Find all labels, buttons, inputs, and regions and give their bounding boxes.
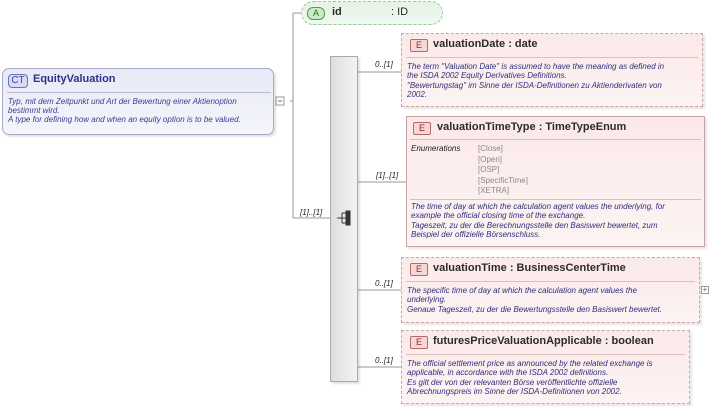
element-documentation: The official settlement price as announc… <box>407 359 689 397</box>
element-divider <box>410 139 701 140</box>
element-title: futuresPriceValuationApplicable : boolea… <box>433 335 654 347</box>
element-name: futuresPriceValuationApplicable <box>433 335 602 347</box>
element-badge: E <box>413 122 431 135</box>
doc-line: The term "Valuation Date" is assumed to … <box>407 62 665 71</box>
complex-type-divider <box>7 92 271 93</box>
doc-line: Genaue Tageszeit, zu der die Bewertungss… <box>407 304 662 314</box>
doc-line: Beispiel der offizielle Börsenschluss. <box>411 230 541 240</box>
doc-line: applicable, in accordance with the ISDA … <box>407 368 609 378</box>
doc-line: The specific time of day at which the ca… <box>407 286 637 295</box>
complex-type-badge: CT <box>8 74 28 88</box>
element-divider <box>406 281 695 282</box>
element-title: valuationDate : date <box>433 38 538 50</box>
valuation-time-type-cardinality: [1]..[1] <box>376 171 399 180</box>
doc-line: "Bewertungstag" im Sinne der ISDA-Defini… <box>407 80 662 90</box>
doc-line: Abrechnungspreis im Sinne der ISDA-Defin… <box>407 387 622 397</box>
complex-type-documentation: Typ, mit dem Zeitpunkt und Art der Bewer… <box>8 97 270 124</box>
doc-line: The official settlement price as announc… <box>407 359 653 368</box>
element-documentation: The term "Valuation Date" is assumed to … <box>407 62 702 100</box>
enum-value: [XETRA] <box>478 186 510 195</box>
attribute-id-box[interactable]: A id : ID <box>301 1 443 25</box>
element-name: valuationTimeType <box>437 121 536 133</box>
element-badge: E <box>410 39 428 52</box>
futures-price-cardinality: 0..[1] <box>375 356 393 365</box>
element-title: valuationTimeType : TimeTypeEnum <box>437 121 626 133</box>
expand-icon[interactable]: + <box>701 285 709 294</box>
element-type: : TimeTypeEnum <box>538 121 627 133</box>
doc-line: Es gilt der von der relevanten Börse ver… <box>407 377 618 387</box>
element-valuation-time-type[interactable]: E valuationTimeType : TimeTypeEnum Enume… <box>406 116 705 247</box>
enum-value: [Close] <box>478 144 503 153</box>
element-type: : date <box>508 38 538 50</box>
doc-line: example the official closing time of the… <box>411 211 586 221</box>
sequence-icon <box>337 210 351 226</box>
sequence-compositor[interactable] <box>330 56 358 382</box>
attribute-name: id <box>332 6 342 18</box>
enumerations-label: Enumerations <box>411 144 461 153</box>
enum-value: [OSP] <box>478 165 500 174</box>
enum-value: [SpecificTime] <box>478 175 528 185</box>
element-documentation: The specific time of day at which the ca… <box>407 286 699 314</box>
element-divider <box>410 199 701 200</box>
element-badge: E <box>410 263 428 276</box>
doc-line: Tageszeit, zu der die Berechnungsstelle … <box>411 220 658 230</box>
element-name: valuationDate <box>433 38 506 50</box>
doc-line: Typ, mit dem Zeitpunkt und Art der Bewer… <box>8 97 237 106</box>
enumerations-list: [Close] [Open] [OSP] [SpecificTime] [XET… <box>478 144 528 197</box>
valuation-time-cardinality: 0..[1] <box>375 279 393 288</box>
doc-line: underlying. <box>407 295 447 305</box>
doc-line: A type for defining how and when an equi… <box>8 115 241 124</box>
element-type: : boolean <box>604 335 654 347</box>
element-name: valuationTime <box>433 262 507 274</box>
element-valuation-time[interactable]: E valuationTime : BusinessCenterTime The… <box>401 257 700 323</box>
enum-value: [Open] <box>478 154 503 164</box>
doc-line: bestimmt wird. <box>8 106 60 115</box>
element-divider <box>406 354 685 355</box>
doc-line: The time of day at which the calculation… <box>411 202 665 211</box>
element-title: valuationTime : BusinessCenterTime <box>433 262 626 274</box>
sequence-cardinality: [1]..[1] <box>300 208 323 217</box>
complex-type-name: EquityValuation <box>33 73 116 85</box>
valuation-date-cardinality: 0..[1] <box>375 60 393 69</box>
element-divider <box>406 57 698 58</box>
doc-line: 2002. <box>407 90 428 100</box>
element-valuation-date[interactable]: E valuationDate : date The term "Valuati… <box>401 33 703 107</box>
complex-type-box[interactable]: CT EquityValuation Typ, mit dem Zeitpunk… <box>2 68 274 135</box>
element-badge: E <box>410 336 428 349</box>
element-futures-price-valuation-applicable[interactable]: E futuresPriceValuationApplicable : bool… <box>401 330 690 404</box>
element-type: : BusinessCenterTime <box>509 262 626 274</box>
attribute-type: : ID <box>391 6 409 18</box>
doc-line: the ISDA 2002 Equity Derivatives Definit… <box>407 71 567 81</box>
element-documentation: The time of day at which the calculation… <box>411 202 703 240</box>
attribute-badge: A <box>307 7 325 20</box>
